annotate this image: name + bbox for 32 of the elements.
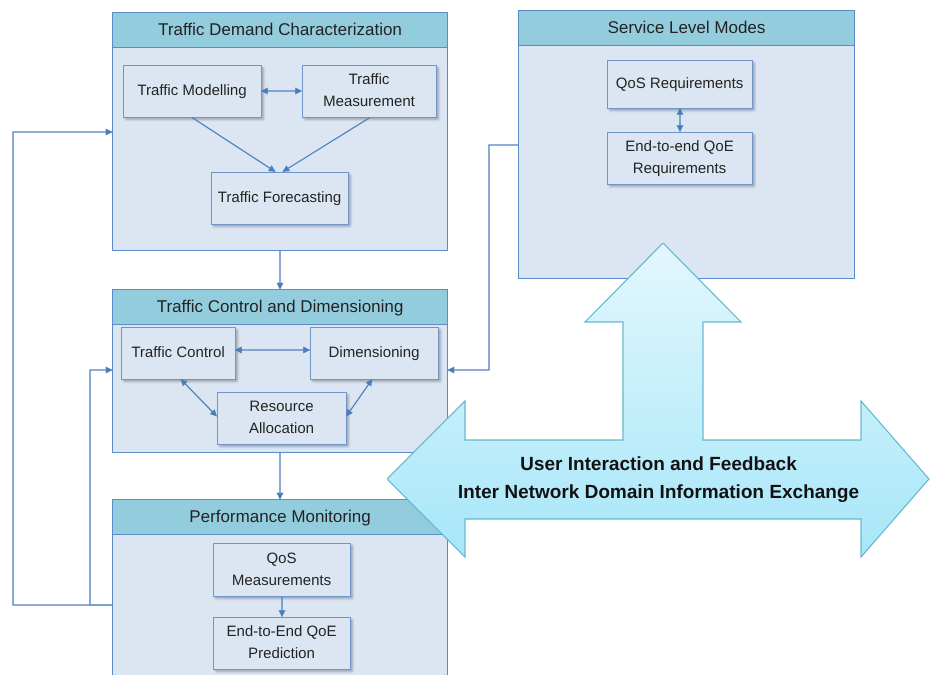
process-box: QoS Measurements: [212, 542, 350, 596]
group-panel: [112, 12, 448, 251]
connector-arrow: [282, 116, 370, 172]
connector-arrow: [192, 116, 276, 172]
connector-arrow: [447, 144, 518, 374]
connector-arrow: [260, 88, 302, 94]
connector-arrow: [346, 378, 373, 417]
panel-heading: Traffic Control and Dimensioning: [113, 290, 447, 325]
process-box: Traffic Modelling: [122, 64, 262, 118]
connector-arrow: [234, 346, 310, 354]
connector-arrow: [276, 453, 284, 500]
connector-arrow: [89, 366, 113, 606]
process-box: Traffic Forecasting: [210, 172, 348, 224]
panel-heading: Traffic Demand Characterization: [113, 13, 447, 48]
connector-arrow: [276, 251, 284, 290]
group-panel: [518, 10, 855, 279]
connector-arrow: [12, 128, 113, 606]
panel-heading: Service Level Modes: [519, 11, 854, 46]
process-box: QoS Requirements: [606, 60, 752, 108]
arrow-label: Inter Network Domain Information Exchange: [456, 482, 860, 504]
process-box: Resource Allocation: [216, 392, 346, 444]
arrow-label: User Interaction and Feedback: [519, 454, 798, 476]
process-box: Traffic Control: [120, 326, 236, 380]
group-panel: [112, 499, 448, 675]
process-box: Traffic Measurement: [302, 64, 436, 118]
process-box: End-to-end QoE Requirements: [606, 132, 752, 184]
connector-arrow: [180, 379, 217, 416]
group-panel: [112, 289, 448, 453]
connector-arrow: [278, 596, 286, 618]
process-box: End-to-End QoE Prediction: [212, 616, 350, 670]
connector-arrow: [676, 108, 684, 132]
process-box: Dimensioning: [310, 326, 438, 380]
